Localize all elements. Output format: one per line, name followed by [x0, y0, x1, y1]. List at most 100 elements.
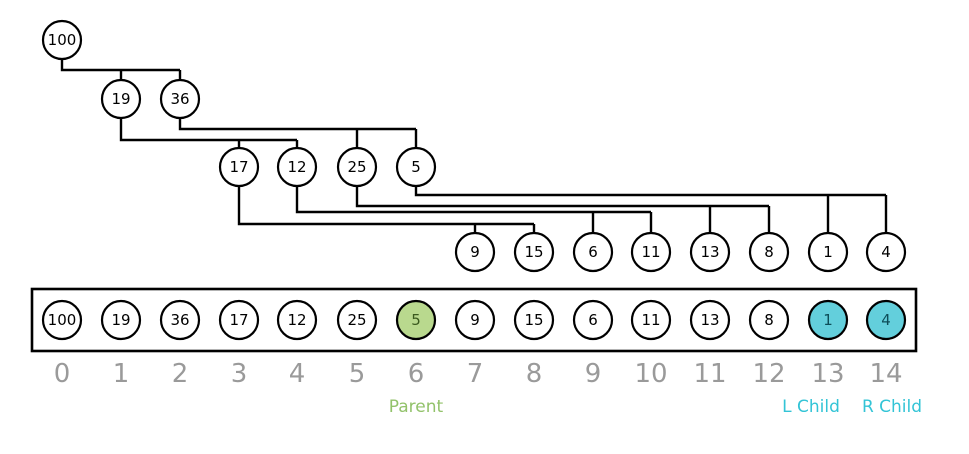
- tree-node: 11: [630, 231, 672, 273]
- tree-edge: [119, 118, 299, 148]
- tree-node: 25: [336, 146, 378, 188]
- array-cell-circle: [41, 299, 83, 341]
- tree-node: 6: [572, 231, 614, 273]
- tree-node: 1: [807, 231, 849, 273]
- tree-node-value: 8: [764, 243, 774, 261]
- array-cell-value: 13: [700, 311, 719, 329]
- tree-node: 9: [454, 231, 496, 273]
- array-cell: 13: [689, 299, 731, 341]
- parent-label: Parent: [389, 397, 444, 417]
- array-cell: 9: [454, 299, 496, 341]
- tree-node: 12: [276, 146, 318, 188]
- tree-edge: [355, 186, 771, 233]
- array-cell-value: 8: [764, 311, 774, 329]
- array-cell-value: 36: [170, 311, 189, 329]
- tree-node-circle: [336, 146, 378, 188]
- tree-node: 100: [41, 19, 83, 61]
- tree-node-value: 15: [524, 243, 543, 261]
- tree-edges: [60, 59, 888, 233]
- tree-node-value: 6: [588, 243, 598, 261]
- array-index: 12: [752, 359, 785, 389]
- array-cell: 8: [748, 299, 790, 341]
- tree-node-value: 1: [823, 243, 833, 261]
- array-cell-circle: [336, 299, 378, 341]
- tree-node: 15: [513, 231, 555, 273]
- tree-node-circle: [630, 231, 672, 273]
- array-cell-circle: [513, 299, 555, 341]
- tree-node-circle: [454, 231, 496, 273]
- left-child-label: L Child: [782, 397, 840, 417]
- array-index: 4: [289, 359, 306, 389]
- array-cell-value: 15: [524, 311, 543, 329]
- tree-node-value: 13: [700, 243, 719, 261]
- tree-node-value: 25: [347, 158, 366, 176]
- tree-node-value: 12: [287, 158, 306, 176]
- array-cell-circle: [865, 299, 907, 341]
- array-index: 11: [693, 359, 726, 389]
- tree-node: 13: [689, 231, 731, 273]
- array-cell-circle: [276, 299, 318, 341]
- array-cell: 100: [41, 299, 83, 341]
- tree-node: 19: [100, 78, 142, 120]
- array-index: 13: [811, 359, 844, 389]
- tree-node-circle: [572, 231, 614, 273]
- tree-node-value: 4: [881, 243, 891, 261]
- tree-node-circle: [395, 146, 437, 188]
- array-cell: 6: [572, 299, 614, 341]
- array-cell: 4: [865, 299, 907, 341]
- array-cell-value: 17: [229, 311, 248, 329]
- array-index: 10: [634, 359, 667, 389]
- array-box: [30, 287, 918, 353]
- array-cell: 19: [100, 299, 142, 341]
- array-cell-circle: [572, 299, 614, 341]
- array-cell: 5: [395, 299, 437, 341]
- tree-node-circle: [276, 146, 318, 188]
- array-cell-circle: [748, 299, 790, 341]
- array-cell: 25: [336, 299, 378, 341]
- array-index: 6: [408, 359, 425, 389]
- tree-node: 17: [218, 146, 260, 188]
- tree-node-circle: [689, 231, 731, 273]
- tree-node-circle: [748, 231, 790, 273]
- array-cell-circle: [218, 299, 260, 341]
- tree-node-circle: [100, 78, 142, 120]
- tree-node-circle: [865, 231, 907, 273]
- tree-node-value: 5: [411, 158, 421, 176]
- array-cell: 1: [807, 299, 849, 341]
- array-cell-value: 100: [48, 311, 77, 329]
- array-cell-circle: [630, 299, 672, 341]
- array-cell: 36: [159, 299, 201, 341]
- tree-edge: [60, 59, 182, 80]
- right-child-label: R Child: [862, 397, 922, 417]
- array-cell-circle: [159, 299, 201, 341]
- array-index: 3: [231, 359, 248, 389]
- array-cell-value: 4: [881, 311, 891, 329]
- array-cell-circle: [807, 299, 849, 341]
- tree-edge: [178, 118, 418, 148]
- tree-node-value: 11: [641, 243, 660, 261]
- array-cell-value: 9: [470, 311, 480, 329]
- array-cell-circle: [395, 299, 437, 341]
- tree-edge: [295, 186, 653, 233]
- array-index: 14: [869, 359, 902, 389]
- tree-node-circle: [41, 19, 83, 61]
- tree-node-circle: [807, 231, 849, 273]
- array-cell: 17: [218, 299, 260, 341]
- tree-node-value: 19: [111, 90, 130, 108]
- array-index: 1: [113, 359, 130, 389]
- tree-node-value: 9: [470, 243, 480, 261]
- array-cell-circle: [454, 299, 496, 341]
- tree-node: 5: [395, 146, 437, 188]
- array-cell-value: 12: [287, 311, 306, 329]
- array-index: 5: [349, 359, 366, 389]
- tree-node-value: 36: [170, 90, 189, 108]
- array-index: 0: [54, 359, 71, 389]
- tree-node-circle: [159, 78, 201, 120]
- tree-edge: [414, 186, 888, 233]
- array-cell-value: 1: [823, 311, 833, 329]
- tree-node-value: 100: [48, 31, 77, 49]
- tree-edge: [237, 186, 536, 233]
